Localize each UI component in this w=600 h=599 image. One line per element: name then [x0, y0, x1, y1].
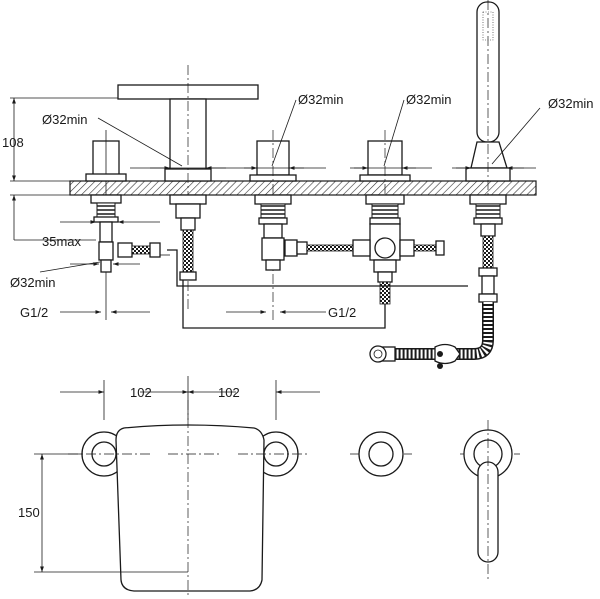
hand-shower — [465, 0, 511, 303]
connecting-pipes — [160, 249, 468, 329]
dia-right-label: Ø32min — [548, 96, 594, 111]
shower-hose — [369, 302, 494, 369]
thread-left-label: G1/2 — [20, 305, 48, 320]
diameter-callouts — [97, 99, 541, 170]
countertop-section — [69, 180, 537, 196]
left-valve — [85, 130, 161, 320]
spout — [117, 65, 259, 310]
depth-150-label: 150 — [18, 505, 40, 520]
height-dimension — [10, 97, 118, 241]
height-108-label: 108 — [2, 135, 24, 150]
dia-left-lower-label: Ø32min — [10, 275, 56, 290]
thread-center-label: G1/2 — [328, 305, 356, 320]
max-35-label: 35max — [42, 234, 82, 249]
dia-left-lower — [39, 261, 140, 273]
spacing-right-label: 102 — [218, 385, 240, 400]
diverter-valve — [352, 130, 445, 310]
top-view — [34, 376, 520, 595]
dia-center-b-label: Ø32min — [406, 92, 452, 107]
center-valve — [249, 130, 354, 320]
spacing-left-label: 102 — [130, 385, 152, 400]
dia-left-upper-label: Ø32min — [42, 112, 88, 127]
dia-center-a-label: Ø32min — [298, 92, 344, 107]
